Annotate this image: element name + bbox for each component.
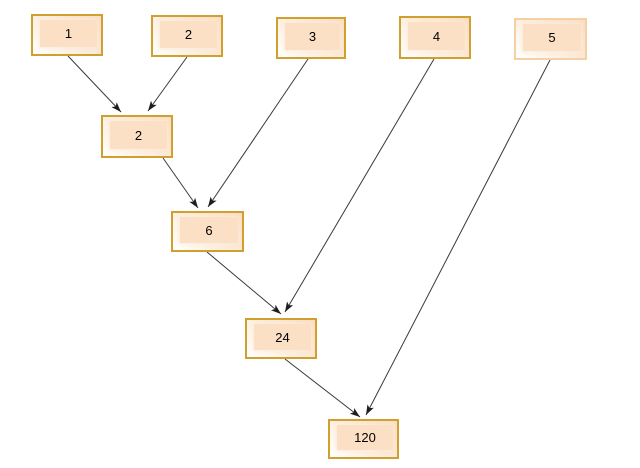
node-fill: 1 (40, 20, 97, 47)
diagram-node-product-2[interactable]: 2 (101, 115, 173, 158)
node-label: 2 (184, 27, 193, 42)
edge-product-2-to-product-6 (162, 157, 199, 209)
node-fill: 120 (337, 425, 393, 450)
diagram-node-product-6[interactable]: 6 (171, 211, 244, 252)
node-fill: 2 (110, 121, 167, 149)
edge-input-5-to-product-120 (365, 59, 551, 416)
node-label: 5 (548, 30, 556, 45)
node-label: 6 (205, 222, 213, 238)
node-label: 4 (432, 28, 441, 44)
node-fill: 5 (523, 24, 581, 51)
edge-input-1-to-product-2 (67, 55, 122, 113)
diagram-node-input-2[interactable]: 2 (151, 15, 223, 57)
diagram-node-input-5[interactable]: 5 (514, 18, 587, 60)
diagram-node-product-120[interactable]: 120 (328, 419, 399, 459)
edge-product-6-to-product-24 (206, 251, 282, 315)
node-label: 2 (134, 127, 143, 143)
node-label: 1 (64, 26, 73, 41)
node-fill: 24 (254, 324, 311, 350)
edge-input-3-to-product-6 (207, 58, 309, 208)
node-label: 120 (354, 430, 376, 445)
edge-input-2-to-product-2 (147, 56, 188, 112)
node-fill: 4 (408, 22, 465, 50)
diagram-node-input-3[interactable]: 3 (276, 17, 346, 59)
node-fill: 2 (160, 21, 217, 48)
node-label: 24 (275, 329, 290, 345)
diagram-node-input-1[interactable]: 1 (31, 14, 103, 56)
diagram-node-product-24[interactable]: 24 (245, 318, 317, 359)
edge-product-24-to-product-120 (284, 358, 361, 418)
node-fill: 6 (180, 217, 238, 243)
edge-input-4-to-product-24 (284, 58, 435, 313)
node-label: 3 (308, 29, 317, 44)
diagram-node-input-4[interactable]: 4 (399, 16, 471, 59)
node-fill: 3 (285, 23, 340, 50)
